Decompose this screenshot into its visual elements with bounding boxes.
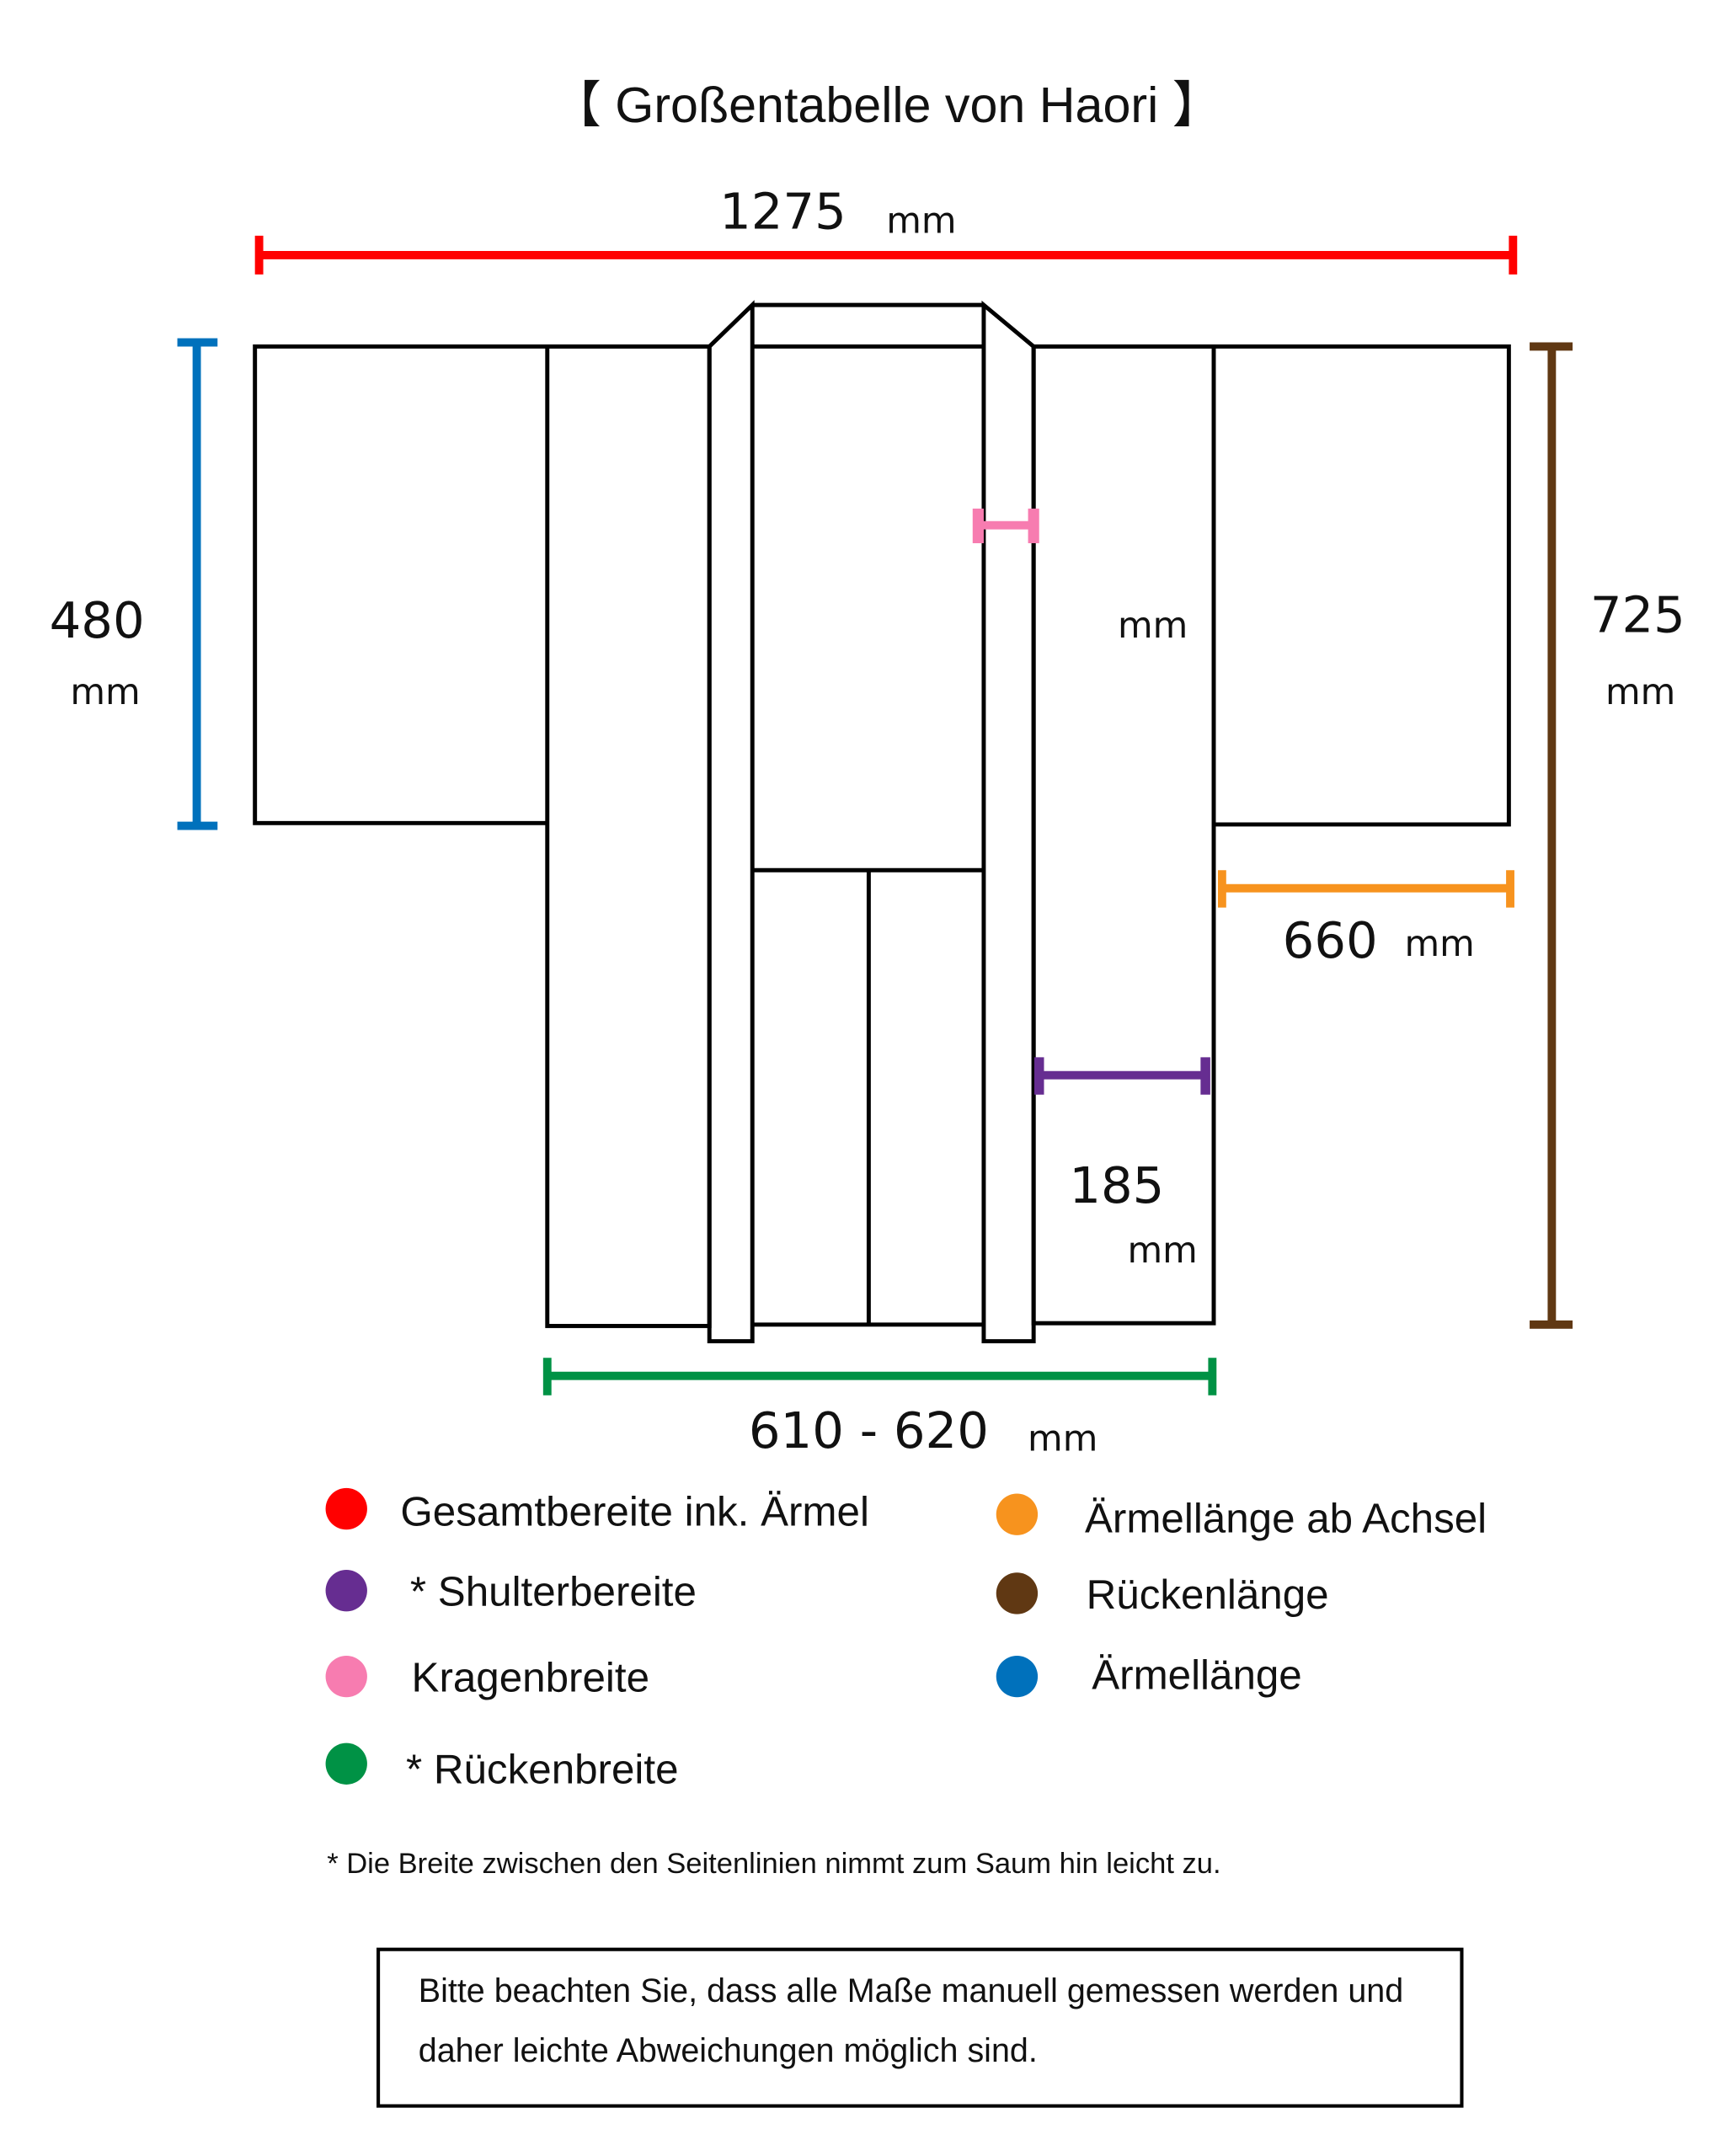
svg-text:* Shulterbereite: * Shulterbereite: [410, 1569, 697, 1615]
svg-text:* Rückenbreite: * Rückenbreite: [406, 1746, 679, 1792]
sleeve-from-armpit-unit: mm: [1404, 923, 1474, 965]
back-length-unit: mm: [1605, 671, 1675, 713]
legend-item-collar-width: Kragenbreite: [325, 1655, 649, 1701]
collar-width-unit: mm: [1118, 605, 1188, 647]
notice-box: Bitte beachten Sie, dass alle Maße manue…: [377, 1947, 1464, 2108]
legend-item-shoulder-width: * Shulterbereite: [325, 1569, 697, 1615]
footnote: * Die Breite zwischen den Seitenlinien n…: [327, 1848, 1220, 1880]
back-length-dimension: 725 mm: [1530, 342, 1685, 1329]
svg-text:Ärmellänge: Ärmellänge: [1092, 1652, 1302, 1698]
svg-text:Ärmellänge ab Achsel: Ärmellänge ab Achsel: [1085, 1496, 1487, 1542]
notice-line-1: Bitte beachten Sie, dass alle Maße manue…: [419, 1972, 1403, 2009]
svg-text:Gesamtbereite ink. Ärmel: Gesamtbereite ink. Ärmel: [400, 1488, 869, 1534]
back-length-value: 725: [1590, 585, 1685, 643]
left-front-panel: [545, 344, 712, 1328]
legend-item-sleeve-from-armpit: Ärmellänge ab Achsel: [996, 1493, 1487, 1542]
shoulder-width-value: 185: [1069, 1156, 1164, 1214]
sleeve-length-dimension: 480 mm: [50, 338, 218, 830]
legend: Gesamtbereite ink. Ärmel * Shulterbereit…: [325, 1487, 1487, 1792]
legend-item-sleeve-length: Ärmellänge: [996, 1652, 1302, 1698]
total-width-value: 1275: [719, 183, 846, 241]
total-width-unit: mm: [886, 200, 956, 243]
legend-item-back-length: Rückenlänge: [996, 1572, 1329, 1618]
legend-item-back-width: * Rückenbreite: [325, 1742, 679, 1792]
sleeve-length-value: 480: [50, 591, 145, 649]
back-width-value: 610 - 620: [749, 1401, 989, 1460]
page-title: 【 Großentabelle von Haori 】: [552, 77, 1222, 133]
haori-outline: [253, 300, 1511, 1344]
svg-text:Rückenlänge: Rückenlänge: [1087, 1572, 1329, 1618]
right-collar: [981, 300, 1036, 1344]
left-collar: [707, 300, 755, 1344]
shoulder-width-dimension: 185 mm: [1033, 1057, 1210, 1272]
legend-item-total-width: Gesamtbereite ink. Ärmel: [325, 1487, 869, 1534]
back-width-unit: mm: [1028, 1417, 1097, 1460]
sleeve-length-unit: mm: [70, 671, 140, 713]
sleeve-from-armpit-value: 660: [1283, 911, 1378, 969]
sleeve-from-armpit-dimension: 660 mm: [1217, 870, 1514, 969]
notice-line-2: daher leichte Abweichungen möglich sind.: [419, 2032, 1038, 2069]
total-width-dimension: 1275 mm: [254, 183, 1518, 275]
svg-text:Kragenbreite: Kragenbreite: [412, 1655, 649, 1701]
back-width-dimension: 610 - 620 mm: [542, 1358, 1217, 1460]
shoulder-width-unit: mm: [1127, 1230, 1197, 1272]
collar-width-dimension: mm: [972, 508, 1188, 647]
